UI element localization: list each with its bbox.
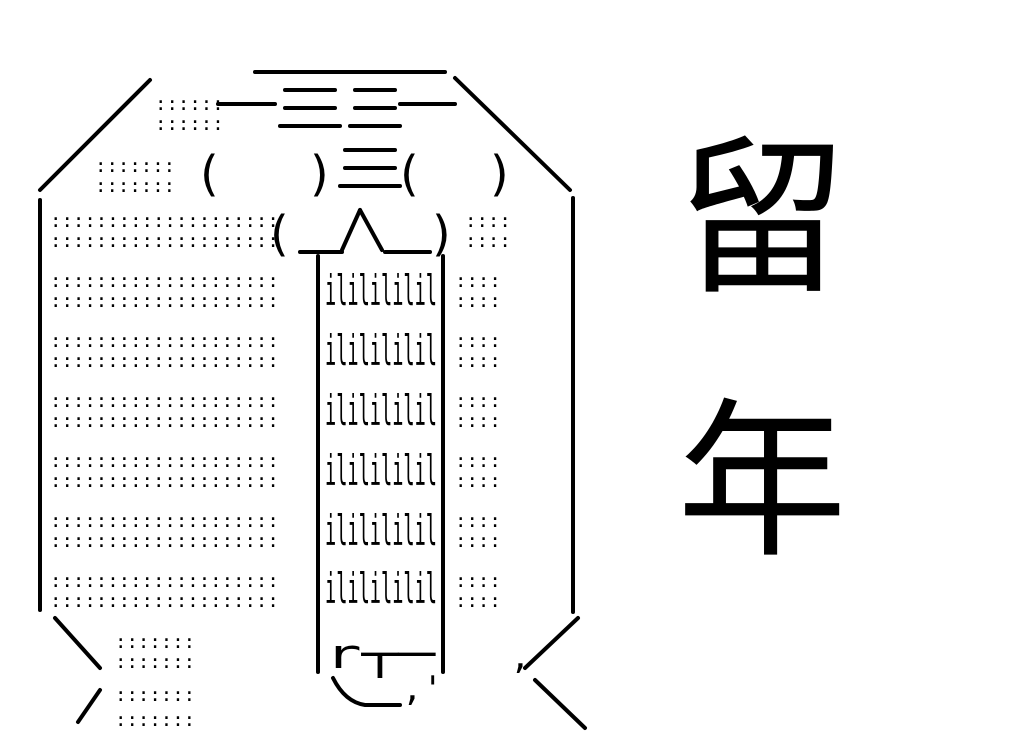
left-paren-close: ) [310, 146, 329, 202]
frame-bottom-left-tail [76, 688, 102, 724]
right-dots-row: :::: [455, 590, 501, 612]
brackets-row-dots-1: ::::::: [95, 155, 175, 177]
brackets-row-dots-2: ::::::: [95, 175, 175, 197]
right-dots-row: :::: [455, 270, 501, 292]
left-dots-row: :::::::::::::::::::: [50, 290, 279, 312]
bottom-curve-tick: ,' [402, 669, 443, 709]
left-dots-row: :::::::::::::::::::: [50, 470, 279, 492]
left-dots-row: :::::::::::::::::::: [50, 510, 279, 532]
right-dots-row: :::: [455, 410, 501, 432]
frame-top-right-diagonal [453, 76, 572, 192]
frame-top-left-diagonal [38, 78, 152, 192]
lower-left-dots-1: :::::::::::::::::::: [50, 210, 279, 232]
top-row-2-dots: :::::: [155, 113, 224, 135]
left-dots-row: :::::::::::::::::::: [50, 350, 279, 372]
stripe-row: ililililil [325, 506, 437, 555]
right-dots-row: :::: [455, 330, 501, 352]
person-left-stroke [340, 208, 362, 252]
bottom-curve [331, 676, 402, 707]
stripe-row: ililililil [325, 386, 437, 435]
bottom-dots-2: ::::::: [115, 651, 195, 673]
left-dots-row: :::::::::::::::::::: [50, 530, 279, 552]
right-dots-row: :::: [455, 510, 501, 532]
left-dots-row: :::::::::::::::::::: [50, 450, 279, 472]
bottom-dots-4: ::::::: [115, 709, 195, 731]
vertical-text-char-1: 留 [676, 121, 847, 319]
body-rows: :::::::::::::::::::: :::::::::::::::::::… [50, 266, 501, 613]
right-dots-row: :::: [455, 350, 501, 372]
right-dots-row: :::: [455, 570, 501, 592]
left-dots-row: :::::::::::::::::::: [50, 390, 279, 412]
frame-bottom-left-diagonal [53, 616, 102, 670]
lower-right-dots-1: :::: [465, 210, 511, 232]
left-dots-row: :::::::::::::::::::: [50, 330, 279, 352]
right-paren-close: ) [490, 146, 509, 202]
lower-left-dots-2: :::::::::::::::::::: [50, 230, 279, 252]
bottom-dots-1: ::::::: [115, 631, 195, 653]
right-dots-row: :::: [455, 470, 501, 492]
left-dots-row: :::::::::::::::::::: [50, 590, 279, 612]
stripe-row: ililililil [325, 326, 437, 375]
top-row-1-dots: :::::: [155, 93, 224, 115]
vertical-text-char-2: 年 [676, 384, 847, 582]
bottom-block-text: r┬─ [325, 632, 436, 679]
frame-bottom-right-diagonal-upper [523, 616, 580, 670]
right-dots-row: :::: [455, 390, 501, 412]
left-paren-open: ( [200, 146, 219, 202]
person-right-stroke [358, 208, 384, 252]
frame-bottom-right-diagonal-lower [533, 678, 587, 730]
right-dots-row: :::: [455, 450, 501, 472]
left-dots-row: :::::::::::::::::::: [50, 270, 279, 292]
bottom-comma: , [510, 637, 530, 677]
left-dots-row: :::::::::::::::::::: [50, 410, 279, 432]
stripe-row: ililililil [325, 266, 437, 315]
right-paren-open: ( [400, 146, 419, 202]
lower-paren-close: ) [432, 206, 451, 262]
right-dots-row: :::: [455, 290, 501, 312]
left-dots-row: :::::::::::::::::::: [50, 570, 279, 592]
stripe-row: ililililil [325, 564, 437, 613]
lower-paren-open: ( [270, 206, 289, 262]
right-dots-row: :::: [455, 530, 501, 552]
stripe-row: ililililil [325, 446, 437, 495]
bottom-dots-3: ::::::: [115, 684, 195, 706]
lower-right-dots-2: :::: [465, 230, 511, 252]
